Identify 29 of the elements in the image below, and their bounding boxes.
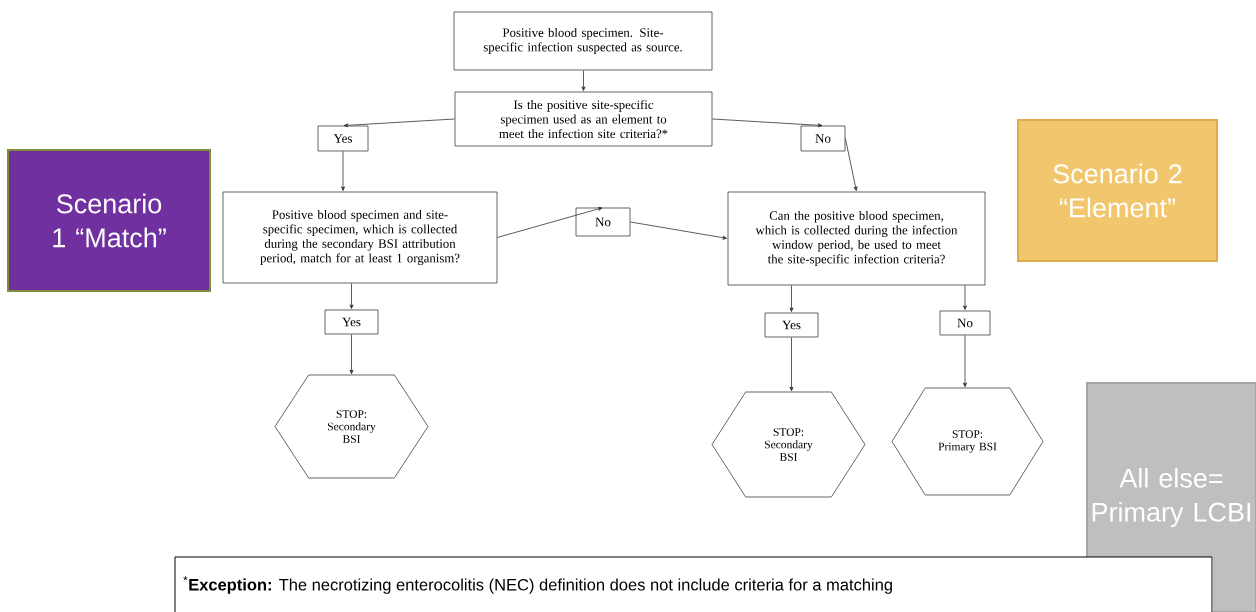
arrow (712, 118, 823, 128)
arrow (341, 151, 345, 191)
arrow (497, 207, 603, 238)
stop-hexagon: STOP: Primary BSI (891, 387, 1044, 496)
arrow (963, 285, 967, 310)
arrow (630, 221, 727, 240)
stop-hexagon: STOP: Secondary BSI (711, 391, 866, 498)
process-box: Positive blood specimen and site-specific specimen, which is collected during the secondary BSI attribution period, match for at least 1 organism? (222, 191, 498, 284)
answer-box: Yes (317, 125, 369, 152)
arrow (349, 283, 354, 309)
arrow (789, 285, 794, 312)
arrow (789, 337, 794, 392)
answer-box: Yes (764, 312, 819, 338)
arrow (349, 334, 354, 375)
scenario-box: Scenario 1 “Match” (7, 149, 211, 292)
arrow (963, 335, 967, 388)
scenario-box: Scenario 2 “Element” (1017, 119, 1218, 262)
answer-box: No (575, 207, 631, 237)
answer-box: No (939, 310, 991, 336)
arrow (581, 70, 586, 91)
answer-box: No (800, 125, 846, 152)
stop-hexagon: STOP: Secondary BSI (274, 374, 429, 479)
footnote-box: $^{*}$Exception: The necrotizing enterocolitis (NEC) definition does not include criteria for a matching (174, 556, 1213, 612)
process-box: Is the positive site-specific specimen used as an element to meet the infection site criteria?* (454, 91, 713, 147)
arrow (343, 118, 455, 128)
process-box: Positive blood specimen. Site-specific infection suspected as source. (453, 11, 713, 71)
process-box: Can the positive blood specimen, which is collected during the infection window period, be used to meet the site-specific infection criteria? (727, 191, 986, 286)
answer-box: Yes (324, 309, 379, 335)
arrow (845, 138, 858, 191)
